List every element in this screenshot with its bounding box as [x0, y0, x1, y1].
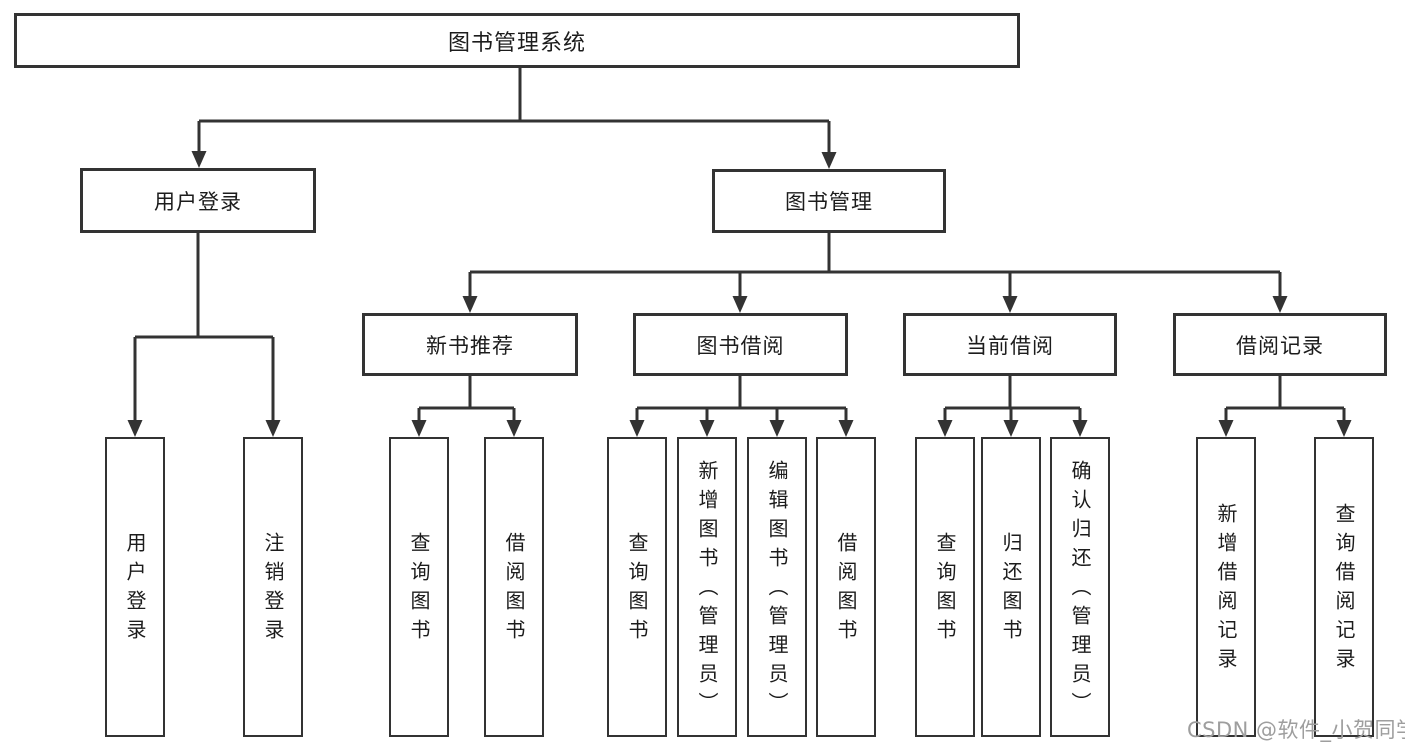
leaf-records-add-record: 新增借阅记录 — [1196, 437, 1256, 737]
connector-recommend-to-leaves — [411, 376, 522, 437]
node-library-management-system: 图书管理系统 — [14, 13, 1020, 68]
leaf-borrow-query-books: 查询图书 — [607, 437, 667, 737]
node-book-management: 图书管理 — [712, 169, 946, 233]
node-new-book-recommend: 新书推荐 — [362, 313, 578, 376]
node-user-login: 用户登录 — [80, 168, 316, 233]
leaf-borrow-add-books-admin: 新增图书（管理员） — [677, 437, 737, 737]
leaf-current-query-books: 查询图书 — [915, 437, 975, 737]
connector-login-to-leaves — [127, 233, 281, 437]
csdn-watermark: CSDN @软件_小贺同学 — [1187, 718, 1405, 742]
leaf-borrow-edit-books-admin: 编辑图书（管理员） — [747, 437, 807, 737]
leaf-current-confirm-return-admin: 确认归还（管理员） — [1050, 437, 1110, 737]
connector-records-to-leaves — [1218, 376, 1352, 437]
node-book-borrow: 图书借阅 — [633, 313, 848, 376]
leaf-recommend-query-books: 查询图书 — [389, 437, 449, 737]
leaf-current-return-books: 归还图书 — [981, 437, 1041, 737]
connector-root-to-level2 — [191, 68, 837, 169]
connector-mgmt-to-level3 — [462, 233, 1288, 313]
node-borrow-records: 借阅记录 — [1173, 313, 1387, 376]
leaf-records-query-record: 查询借阅记录 — [1314, 437, 1374, 737]
leaf-user-login: 用户登录 — [105, 437, 165, 737]
connector-current-to-leaves — [937, 376, 1088, 437]
leaf-borrow-borrow-books: 借阅图书 — [816, 437, 876, 737]
leaf-logout: 注销登录 — [243, 437, 303, 737]
node-current-borrow: 当前借阅 — [903, 313, 1117, 376]
leaf-recommend-borrow-books: 借阅图书 — [484, 437, 544, 737]
connector-borrow-to-leaves — [629, 376, 854, 437]
